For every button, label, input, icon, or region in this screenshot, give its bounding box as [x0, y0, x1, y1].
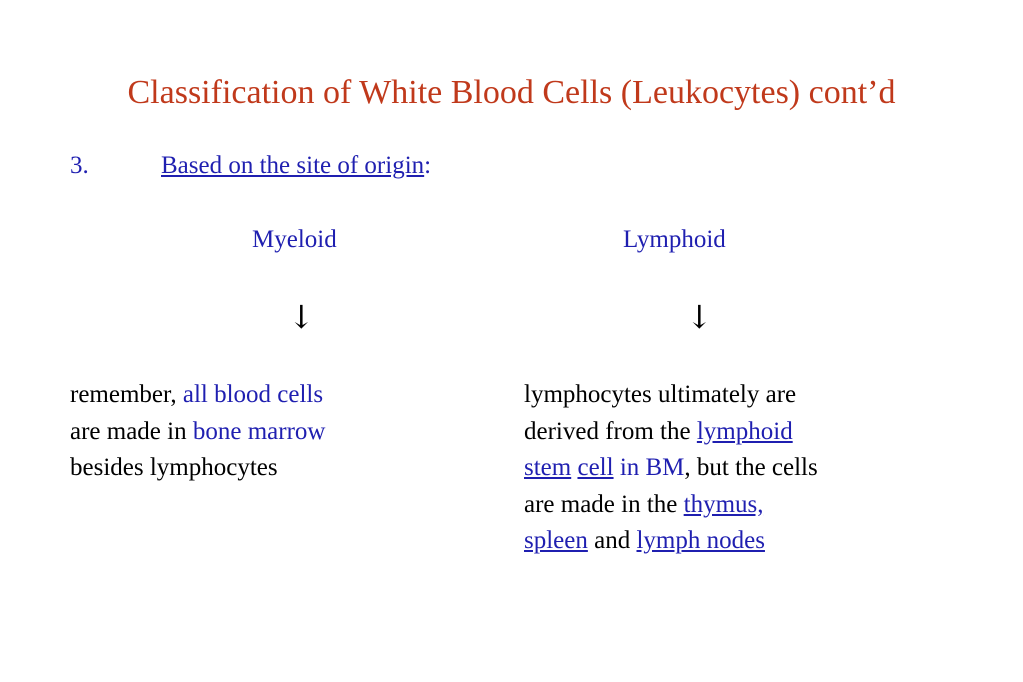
lymphoid-line-5: spleen and lymph nodes	[524, 523, 818, 560]
lymphoid-line-3: stem cell in BM, but the cells	[524, 454, 818, 481]
stem-link[interactable]: stem	[524, 454, 572, 481]
all-blood-cells-text: all blood cells	[182, 381, 324, 408]
section-heading: Based on the site of origin:	[161, 152, 431, 180]
slide-title: Classification of White Blood Cells (Leu…	[127, 74, 896, 111]
lymphoid-description: lymphocytes ultimately are derived from …	[524, 377, 818, 560]
myeloid-line-1: remember, all blood cells	[70, 381, 324, 408]
item-number: 3.	[70, 152, 89, 179]
lymphoid-down-arrow-icon: ↓	[686, 298, 713, 336]
and-text: and	[594, 527, 631, 554]
thymus-link[interactable]: thymus,	[683, 490, 764, 518]
lymphoid-line-1: lymphocytes ultimately are	[524, 381, 797, 408]
myeloid-line-3: besides lymphocytes	[70, 454, 278, 481]
cell-link[interactable]: cell	[577, 454, 614, 481]
myeloid-line-2: are made in bone marrow	[70, 417, 326, 445]
in-bm-text: in BM	[619, 454, 685, 481]
bone-marrow-text: bone marrow	[192, 417, 326, 445]
spleen-link[interactable]: spleen	[524, 527, 588, 554]
myeloid-down-arrow-icon: ↓	[288, 298, 315, 336]
heading-colon: :	[424, 152, 432, 179]
lymphoid-line-4: are made in the thymus,	[524, 490, 764, 518]
lymphoid-link[interactable]: lymphoid	[696, 417, 793, 445]
lymph-nodes-link[interactable]: lymph nodes	[636, 527, 765, 554]
myeloid-label: Myeloid	[252, 226, 337, 253]
section-heading-link[interactable]: Based on the site of origin	[161, 152, 425, 179]
lymphoid-label: Lymphoid	[623, 226, 726, 253]
lymphoid-line-2: derived from the lymphoid	[524, 417, 793, 445]
myeloid-description: remember, all blood cells are made in bo…	[70, 377, 325, 487]
